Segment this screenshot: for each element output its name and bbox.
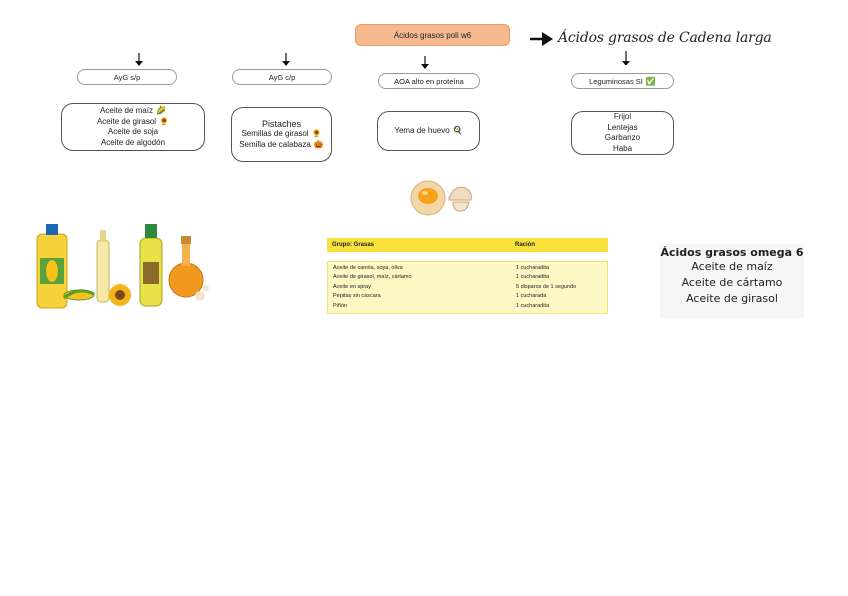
list-item: Garbanzo bbox=[604, 133, 641, 142]
table-cell: 1 cucharadita bbox=[516, 265, 550, 271]
category-pill-ayg-cp: AyG c/p bbox=[232, 69, 332, 85]
list-item: Aceite de maíz bbox=[100, 106, 153, 115]
category-label: Leguminosas SI bbox=[589, 76, 643, 86]
pumpkin-icon: 🎃 bbox=[313, 139, 324, 149]
down-arrow-icon bbox=[282, 53, 290, 66]
table-cell: Aceite de canola, soya, oliva bbox=[333, 265, 403, 271]
root-label: Ácidos grasos poli w6 bbox=[393, 30, 472, 40]
list-item: Aceite de cártamo bbox=[681, 276, 783, 289]
category-box-leguminosas: Frijol Lentejas Garbanzo Haba bbox=[571, 111, 674, 155]
table-cell: Piñón bbox=[333, 302, 348, 309]
table-row: Aceite de canola, soya, oliva 1 cucharadi… bbox=[328, 264, 607, 273]
root-node: Ácidos grasos poli w6 bbox=[355, 24, 510, 46]
down-arrow-icon bbox=[135, 53, 143, 66]
table-cell: 1 cucharadita bbox=[516, 274, 550, 281]
list-item: Semillas de girasol bbox=[241, 129, 309, 139]
table-cell: 1 cucharada bbox=[516, 293, 547, 300]
table-header: Grupo: Grasas Ración bbox=[327, 238, 608, 252]
list-item: Aceite de soja bbox=[107, 127, 159, 136]
table-cell: 5 disparos de 1 segundo bbox=[516, 283, 577, 290]
list-item: Frijol bbox=[613, 112, 632, 121]
corn-icon: 🌽 bbox=[155, 106, 166, 115]
omega6-panel: Ácidos grasos omega 6 Aceite de maíz Ace… bbox=[660, 244, 804, 318]
eggs-image bbox=[410, 180, 472, 216]
category-label: AyG s/p bbox=[113, 72, 141, 82]
column-header: Ración bbox=[515, 242, 536, 248]
category-pill-ayg-sp: AyG s/p bbox=[77, 69, 177, 85]
sunflower-icon: 🌻 bbox=[311, 129, 322, 139]
down-arrow-icon bbox=[421, 56, 429, 69]
table-cell: Pepitas sin cáscara bbox=[333, 293, 381, 300]
list-item: Lentejas bbox=[607, 122, 638, 132]
table-body: Aceite de canola, soya, oliva 1 cucharadi… bbox=[327, 261, 608, 315]
list-item: Aceite de girasol bbox=[96, 116, 157, 126]
category-label: AyG c/p bbox=[268, 72, 296, 82]
note-text: Ácidos grasos de Cadena larga bbox=[558, 30, 772, 46]
list-item: Aceite de girasol bbox=[686, 292, 778, 305]
list-item: Aceite de maíz bbox=[691, 260, 773, 273]
category-pill-aoa: AOA alto en proteína bbox=[378, 73, 480, 89]
column-header: Grupo: Grasas bbox=[332, 242, 375, 248]
list-item: Haba bbox=[612, 143, 633, 153]
category-pill-leguminosas: Leguminosas SI ✅ bbox=[571, 73, 674, 89]
list-item: Yema de huevo bbox=[394, 125, 450, 135]
category-box-ayg-sp: Aceite de maíz🌽 Aceite de girasol🌻 Aceit… bbox=[61, 103, 205, 151]
egg-icon: 🍳 bbox=[452, 125, 463, 135]
sunflower-icon: 🌻 bbox=[159, 116, 170, 126]
list-item: Aceite de algodón bbox=[100, 137, 166, 147]
serving-table: Grupo: Grasas Ración Aceite de canola, s… bbox=[327, 238, 608, 318]
category-box-aoa: Yema de huevo🍳 bbox=[377, 111, 480, 151]
check-icon: ✅ bbox=[645, 76, 656, 86]
category-label: AOA alto en proteína bbox=[394, 76, 464, 86]
table-cell: Aceite de girasol, maíz, cártamo bbox=[333, 274, 412, 281]
category-box-ayg-cp: Pistaches Semillas de girasol🌻 Semilla d… bbox=[231, 107, 332, 162]
table-row: Aceite de girasol, maíz, cártamo 1 cuchar… bbox=[328, 273, 607, 282]
table-row: Piñón 1 cucharadita bbox=[328, 302, 607, 311]
list-heading: Pistaches bbox=[261, 118, 302, 129]
oil-bottles-image bbox=[36, 224, 209, 309]
right-arrow-icon bbox=[530, 32, 553, 46]
table-cell: 1 cucharadita bbox=[516, 302, 550, 309]
list-item: Semilla de calabaza bbox=[239, 139, 311, 149]
table-row: Pepitas sin cáscara 1 cucharada bbox=[328, 292, 607, 301]
omega6-title: Ácidos grasos omega 6 bbox=[660, 246, 804, 259]
table-cell: Aceite en spray bbox=[333, 283, 371, 290]
down-arrow-icon bbox=[622, 51, 630, 65]
table-row: Aceite en spray 5 disparos de 1 segundo bbox=[328, 283, 607, 292]
